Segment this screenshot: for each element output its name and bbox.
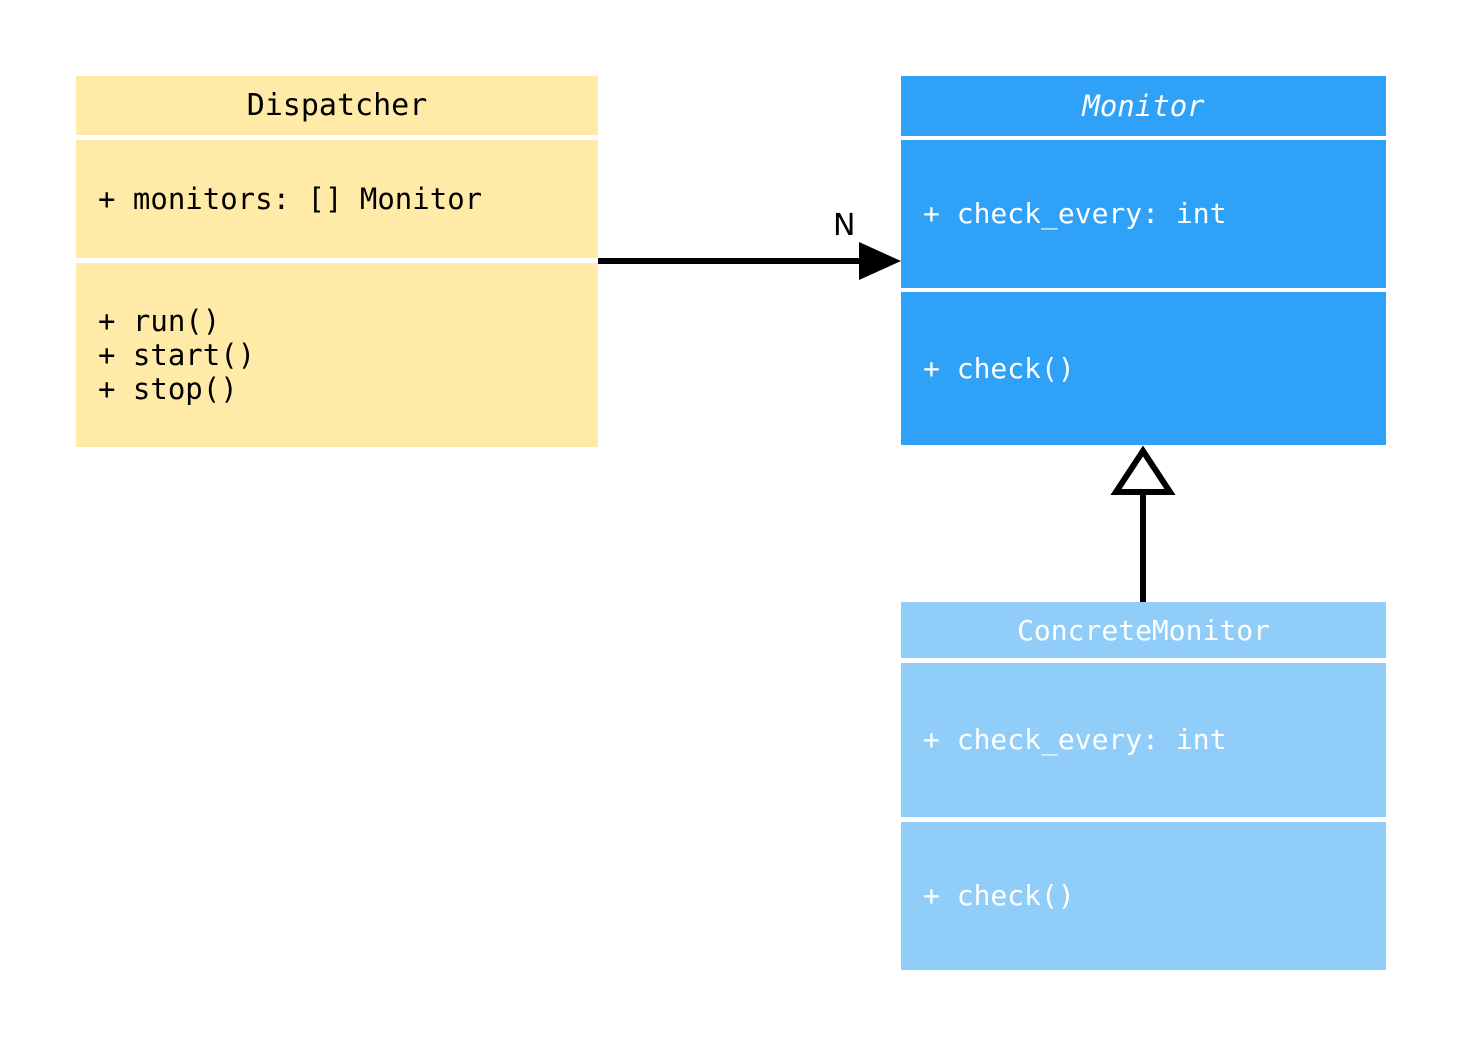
attribute-item: + monitors: [] Monitor — [98, 181, 483, 216]
methods-compartment-monitor: + check() — [901, 292, 1386, 445]
compartment-divider — [901, 658, 1386, 663]
class-title-dispatcher: Dispatcher — [76, 76, 598, 135]
methods-compartment-concretemonitor: + check() — [901, 822, 1386, 970]
attributes-compartment-concretemonitor: + check_every: int — [901, 663, 1386, 817]
generalization-edge-concretemonitor-monitor — [1110, 445, 1176, 602]
method-item: + start() — [98, 337, 256, 372]
attributes-compartment-monitor: + check_every: int — [901, 140, 1386, 288]
method-item: + run() — [98, 303, 221, 338]
hollow-triangle-arrowhead-icon — [1110, 445, 1176, 495]
method-item: + check() — [923, 879, 1075, 913]
association-edge-dispatcher-monitor — [598, 242, 901, 280]
uml-class-concretemonitor[interactable]: ConcreteMonitor + check_every: int + che… — [901, 602, 1386, 970]
uml-class-dispatcher[interactable]: Dispatcher + monitors: [] Monitor + run(… — [76, 76, 598, 447]
attribute-item: + check_every: int — [923, 197, 1227, 231]
compartment-divider — [901, 288, 1386, 292]
compartment-divider — [901, 136, 1386, 140]
methods-compartment-dispatcher: + run() + start() + stop() — [76, 263, 598, 447]
class-title-concretemonitor: ConcreteMonitor — [901, 602, 1386, 658]
attributes-compartment-dispatcher: + monitors: [] Monitor — [76, 140, 598, 258]
method-item: + stop() — [98, 372, 238, 407]
compartment-divider — [76, 258, 598, 263]
compartment-divider — [901, 817, 1386, 822]
class-title-monitor: Monitor — [901, 76, 1386, 136]
compartment-divider — [76, 135, 598, 140]
attribute-item: + check_every: int — [923, 723, 1227, 757]
filled-triangle-arrowhead-icon — [859, 242, 901, 280]
association-multiplicity-label: N — [833, 208, 856, 243]
uml-class-monitor[interactable]: Monitor + check_every: int + check() — [901, 76, 1386, 445]
method-item: + check() — [923, 351, 1075, 385]
